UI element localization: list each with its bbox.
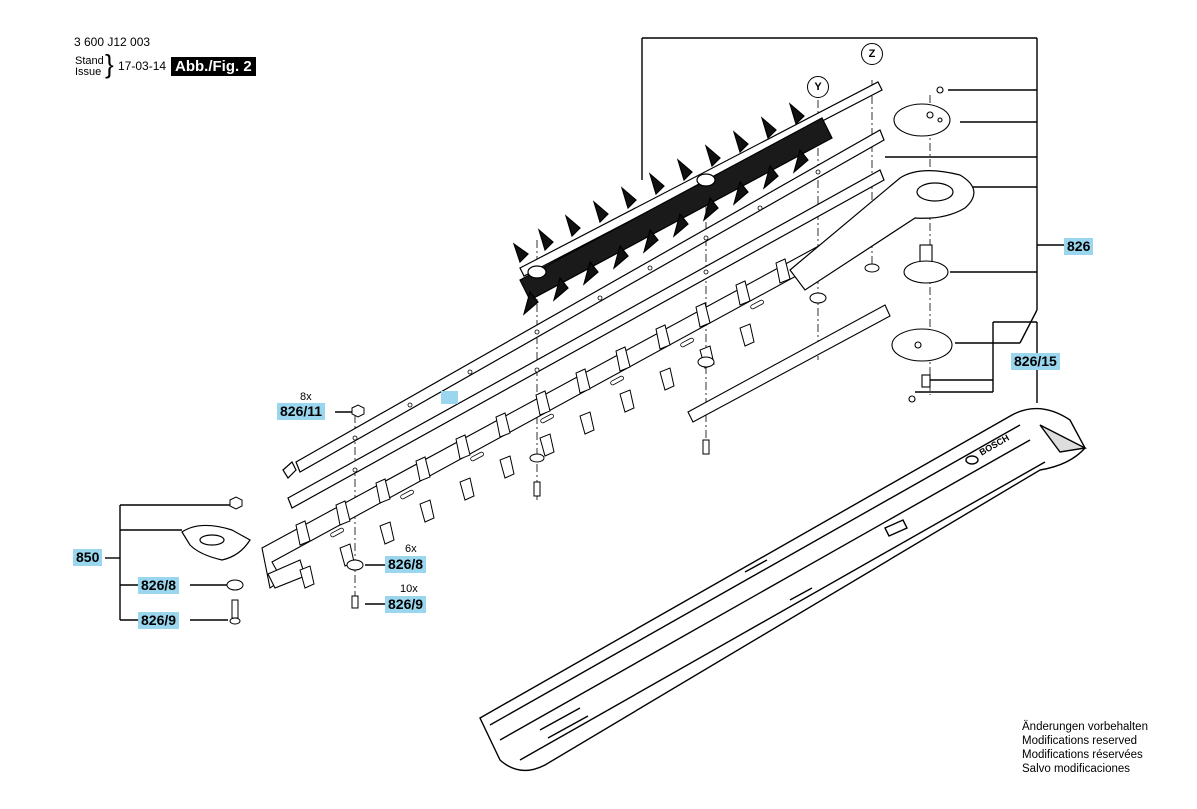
upper-cutter-blade	[512, 81, 883, 316]
part-label-826-9-left: 826/9	[138, 612, 180, 629]
stand-label: Stand	[75, 55, 104, 67]
note-line: Modifications réservées	[1022, 749, 1143, 761]
highlight-mark	[441, 391, 458, 404]
modifications-notes: Änderungen vorbehalten Modifications res…	[1022, 720, 1148, 776]
guide-bars	[282, 129, 885, 509]
brace-symbol: }	[105, 49, 114, 79]
small-parts	[226, 263, 880, 625]
callout-z: Z	[861, 43, 883, 65]
right-discs	[891, 86, 953, 403]
lever-part	[181, 524, 251, 561]
bar-holes	[352, 169, 821, 473]
quantity-10x: 10x	[400, 583, 418, 595]
figure-badge: Abb./Fig. 2	[171, 57, 256, 76]
callout-y: Y	[807, 76, 829, 98]
part-label-826-8-left: 826/8	[138, 577, 180, 594]
blade-guard-cover	[479, 407, 1088, 772]
note-line: Salvo modificaciones	[1022, 763, 1131, 775]
part-label-826: 826	[1064, 238, 1094, 255]
part-label-850: 850	[73, 549, 103, 566]
note-line: Modifications reserved	[1022, 735, 1138, 747]
drive-arm	[789, 170, 975, 291]
part-label-826-15: 826/15	[1011, 353, 1060, 370]
leader-lines-826	[641, 37, 1065, 403]
leader-lines-850	[105, 411, 385, 621]
quantity-6x: 6x	[405, 543, 417, 555]
blade-teeth	[295, 258, 791, 589]
part-label-826-9-center: 826/9	[385, 596, 427, 613]
issue-date: 17-03-14	[118, 59, 167, 73]
issue-label: Issue	[75, 66, 102, 78]
part-label-826-11: 826/11	[277, 403, 326, 420]
part-label-826-8-center: 826/8	[385, 556, 427, 573]
note-line: Änderungen vorbehalten	[1022, 721, 1148, 733]
quantity-8x: 8x	[300, 391, 312, 403]
document-number: 3 600 J12 003	[74, 35, 151, 49]
blade-slots	[330, 261, 834, 538]
connector-strip	[687, 304, 891, 423]
